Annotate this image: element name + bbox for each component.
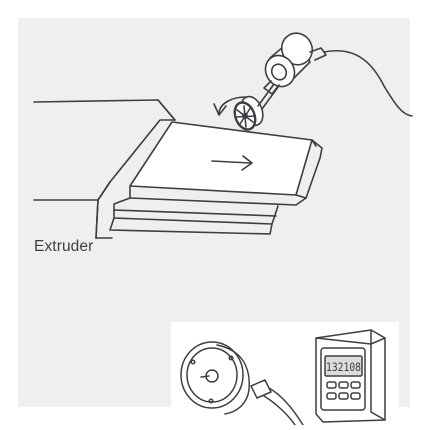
counter-lcd-reading: 132108 bbox=[326, 360, 361, 374]
digital-counter-icon: 132108 bbox=[316, 330, 385, 422]
encoder-photo bbox=[181, 342, 303, 425]
measuring-wheel-icon bbox=[231, 93, 267, 132]
extruder-label: Extruder bbox=[34, 238, 93, 256]
product-inset: 132108 bbox=[171, 322, 399, 425]
encoder-cable bbox=[324, 51, 412, 116]
rotary-encoder-icon bbox=[260, 28, 326, 94]
